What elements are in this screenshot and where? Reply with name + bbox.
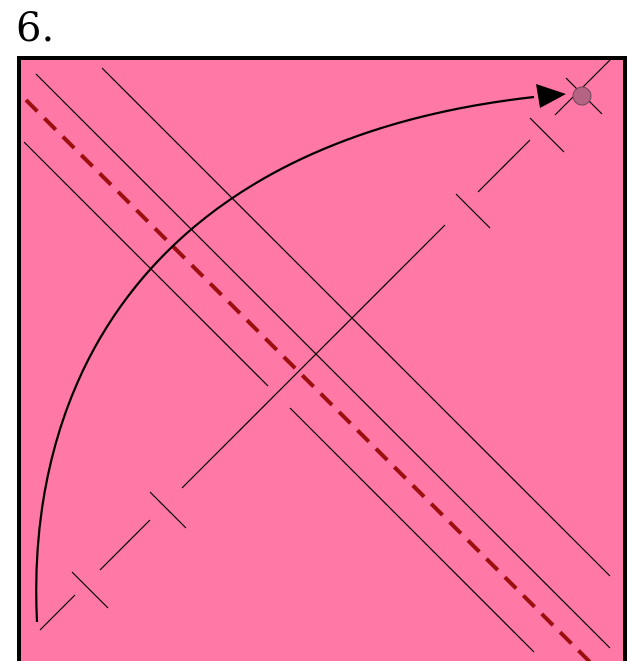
crease-line-outer-top (101, 67, 611, 577)
diagonal-crease-segment-2 (99, 519, 151, 571)
step-number: 6. (16, 5, 55, 51)
crease-lines (23, 67, 611, 653)
crease-line-inner-top (35, 73, 611, 649)
tick-mark (529, 117, 565, 153)
diagonal-crease-segment-3 (181, 224, 446, 489)
diagonal-crease-segment-4 (477, 139, 531, 193)
diagonal-crease (39, 57, 613, 631)
arrowhead-icon (536, 84, 566, 108)
target-point-icon (572, 86, 592, 106)
crease-line-inner-bottom-lower (289, 407, 535, 653)
tick-mark (71, 571, 109, 609)
crease-line-inner-bottom (23, 141, 269, 387)
tick-mark (149, 491, 187, 529)
valley-fold-line (24, 98, 592, 661)
curved-arrow-icon (35, 95, 535, 623)
tick-mark (455, 193, 491, 229)
diagonal-crease-segment-1 (39, 594, 76, 631)
diagonal-crease-segment-5 (554, 57, 613, 116)
